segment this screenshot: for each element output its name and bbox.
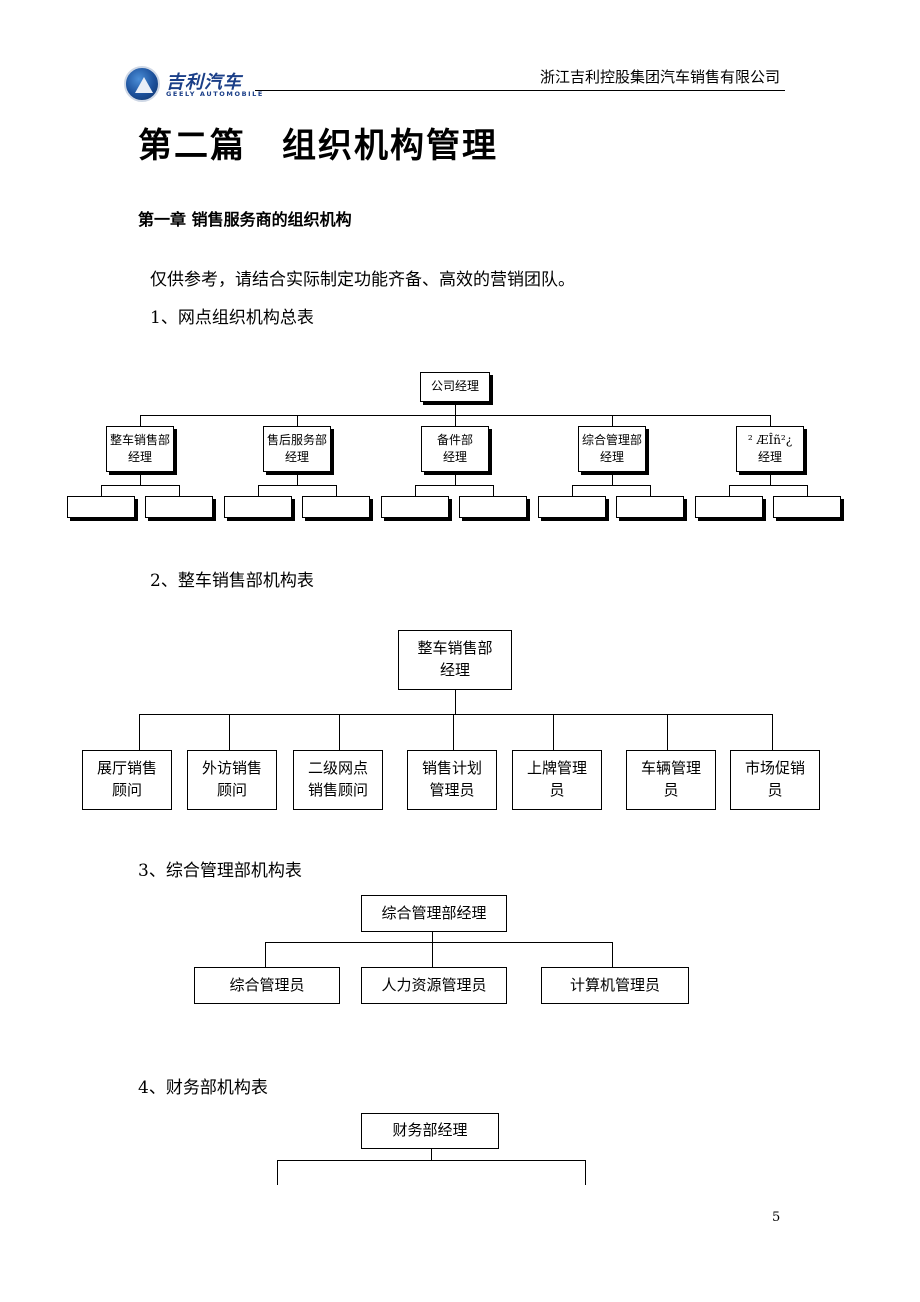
chart2-child-box: 车辆管理员 — [626, 750, 716, 810]
chart4-heading: 4、财务部机构表 — [138, 1078, 268, 1098]
part-title: 第二篇 组织机构管理 — [138, 126, 498, 166]
geely-emblem-icon — [124, 66, 160, 102]
logo-english-text: GEELY AUTOMOBILE — [166, 90, 264, 98]
chart3-top-box: 综合管理部经理 — [361, 895, 507, 932]
intro-paragraph: 仅供参考，请结合实际制定功能齐备、高效的营销团队。 — [150, 270, 575, 290]
chart1-sub-box — [538, 496, 606, 518]
chart1-sub-box — [302, 496, 370, 518]
chart1-sub-box — [459, 496, 527, 518]
chart1-dept-box: ² ÆÎñ²¿经理 — [736, 426, 804, 472]
chart2-child-box: 外访销售顾问 — [187, 750, 277, 810]
page-number: 5 — [772, 1210, 781, 1225]
chart2-child-box: 二级网点销售顾问 — [293, 750, 383, 810]
company-logo: 吉利汽车 GEELY AUTOMOBILE — [124, 66, 264, 106]
chart3-child-box: 人力资源管理员 — [361, 967, 507, 1004]
header-company-name: 浙江吉利控股集团汽车销售有限公司 — [539, 68, 780, 86]
chart3-heading: 3、综合管理部机构表 — [138, 861, 302, 881]
chart1-sub-box — [67, 496, 135, 518]
chart1-top-box: 公司经理 — [420, 372, 490, 402]
chart1-sub-box — [695, 496, 763, 518]
chart1-heading: 1、网点组织机构总表 — [150, 308, 314, 328]
chart2-child-box: 销售计划管理员 — [407, 750, 497, 810]
chart1-dept-box: 整车销售部经理 — [106, 426, 174, 472]
header-rule — [255, 90, 785, 91]
chart3-child-box: 计算机管理员 — [541, 967, 689, 1004]
chapter-title: 第一章 销售服务商的组织机构 — [138, 210, 352, 229]
chart1-sub-box — [145, 496, 213, 518]
chart1-sub-box — [773, 496, 841, 518]
chart1-dept-box: 售后服务部经理 — [263, 426, 331, 472]
chart3-child-box: 综合管理员 — [194, 967, 340, 1004]
chart2-heading: 2、整车销售部机构表 — [150, 571, 314, 591]
chart2-child-box: 市场促销员 — [730, 750, 820, 810]
chart2-top-box: 整车销售部经理 — [398, 630, 512, 690]
chart2-child-box: 展厅销售顾问 — [82, 750, 172, 810]
chart1-sub-box — [381, 496, 449, 518]
chart4-top-box: 财务部经理 — [361, 1113, 499, 1149]
logo-chinese-text: 吉利汽车 — [166, 72, 242, 93]
chart1-sub-box — [224, 496, 292, 518]
chart1-dept-box: 综合管理部经理 — [578, 426, 646, 472]
chart1-dept-box: 备件部经理 — [421, 426, 489, 472]
chart2-child-box: 上牌管理员 — [512, 750, 602, 810]
chart1-sub-box — [616, 496, 684, 518]
